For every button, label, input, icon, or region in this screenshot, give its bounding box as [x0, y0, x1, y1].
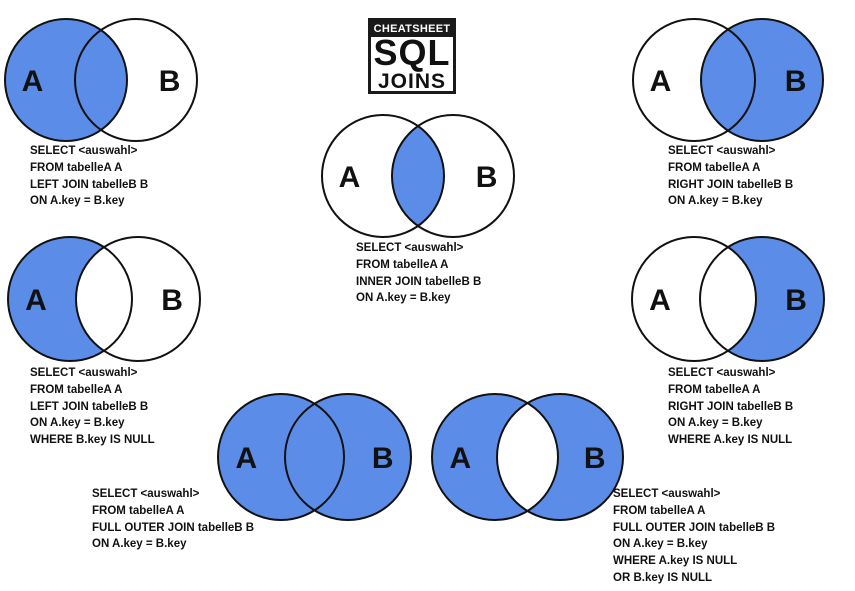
- venn-filled-region: [285, 394, 411, 520]
- venn-circle-b: [700, 18, 824, 142]
- venn-circle-a: [4, 18, 128, 142]
- sql-line: WHERE A.key IS NULL: [613, 555, 738, 568]
- sql-line: LEFT JOIN tabelleB B: [30, 178, 149, 191]
- sql-line: SELECT <auswahl>: [92, 488, 200, 500]
- venn-circle-b: [699, 236, 825, 362]
- sql-line: LEFT JOIN tabelleB B: [30, 400, 149, 413]
- inner-join-sql: SELECT <auswahl> FROM tabelleA A INNER JOI…: [356, 240, 481, 307]
- sql-line: ON A.key = B.key: [92, 538, 187, 551]
- venn-circle-a: [632, 18, 756, 142]
- venn-circle-b: [284, 393, 412, 521]
- sql-line: WHERE B.key IS NULL: [30, 434, 155, 447]
- venn-label-a: A: [25, 284, 47, 317]
- sql-line: FROM tabelleA A: [92, 504, 185, 517]
- sql-line: ON A.key = B.key: [613, 538, 708, 551]
- venn-label-a: A: [339, 161, 361, 194]
- sql-line: ON A.key = B.key: [30, 417, 125, 430]
- venn-filled-region: [701, 19, 823, 141]
- venn-circle-a: [431, 393, 559, 521]
- sql-line: SELECT <auswahl>: [30, 145, 138, 157]
- venn-circle-b: [74, 18, 198, 142]
- sql-line: SELECT <auswahl>: [668, 367, 776, 379]
- venn-filled-region: [8, 237, 132, 361]
- sql-line: ON A.key = B.key: [668, 417, 763, 430]
- venn-filled-region: [497, 394, 623, 520]
- sql-line: FULL OUTER JOIN tabelleB B: [613, 521, 776, 534]
- venn-filled-region: [392, 115, 444, 237]
- sql-line: SELECT <auswahl>: [613, 488, 721, 500]
- right-join-excl-sql: SELECT <auswahl> FROM tabelleA A RIGHT JOI…: [668, 365, 793, 449]
- sql-line: FROM tabelleA A: [668, 161, 761, 174]
- venn-circle-a: [217, 393, 345, 521]
- venn-label-a: A: [650, 65, 672, 98]
- left-join-sql: SELECT <auswahl> FROM tabelleA A LEFT JOIN…: [30, 143, 148, 210]
- full-outer-join-excl-sql: SELECT <auswahl> FROM tabelleA A FULL OUTE…: [613, 486, 775, 587]
- venn-label-a: A: [649, 284, 671, 317]
- venn-label-b: B: [476, 161, 498, 194]
- sql-joins-logo: CHEATSHEET SQL JOINS: [368, 18, 456, 94]
- sql-line: INNER JOIN tabelleB B: [356, 275, 482, 288]
- sql-line: OR B.key IS NULL: [613, 571, 713, 584]
- sql-line: SELECT <auswahl>: [30, 367, 138, 379]
- venn-circle-a: [321, 114, 445, 238]
- venn-label-b: B: [161, 284, 183, 317]
- venn-filled-region: [5, 19, 127, 141]
- venn-label-b: B: [372, 442, 394, 475]
- venn-circle-b: [496, 393, 624, 521]
- sql-line: FROM tabelleA A: [30, 383, 123, 396]
- venn-label-b: B: [785, 65, 807, 98]
- venn-filled-region: [700, 237, 824, 361]
- sql-line: FROM tabelleA A: [668, 383, 761, 396]
- sql-line: RIGHT JOIN tabelleB B: [668, 400, 794, 413]
- logo-joins-text: JOINS: [377, 70, 447, 93]
- right-join-sql: SELECT <auswahl> FROM tabelleA A RIGHT JOI…: [668, 143, 793, 210]
- sql-line: RIGHT JOIN tabelleB B: [668, 178, 794, 191]
- venn-label-a: A: [450, 442, 472, 475]
- venn-label-b: B: [159, 65, 181, 98]
- logo-cheatsheet-text: CHEATSHEET: [371, 21, 453, 37]
- sql-line: FROM tabelleA A: [30, 161, 123, 174]
- venn-label-b: B: [584, 442, 606, 475]
- sql-line: WHERE A.key IS NULL: [668, 434, 793, 447]
- venn-circle-b: [391, 114, 515, 238]
- venn-label-a: A: [22, 65, 44, 98]
- sql-line: SELECT <auswahl>: [668, 145, 776, 157]
- sql-line: ON A.key = B.key: [668, 195, 763, 208]
- sql-line: ON A.key = B.key: [356, 292, 451, 305]
- logo-sql-text: SQL: [373, 32, 451, 73]
- sql-line: FROM tabelleA A: [613, 504, 706, 517]
- sql-line: FROM tabelleA A: [356, 258, 449, 271]
- full-outer-join-sql: SELECT <auswahl> FROM tabelleA A FULL OUTE…: [92, 486, 254, 553]
- sql-line: FULL OUTER JOIN tabelleB B: [92, 521, 255, 534]
- venn-circle-b: [75, 236, 201, 362]
- venn-label-b: B: [785, 284, 807, 317]
- sql-line: ON A.key = B.key: [30, 195, 125, 208]
- left-join-excl-sql: SELECT <auswahl> FROM tabelleA A LEFT JOIN…: [30, 365, 155, 449]
- sql-line: SELECT <auswahl>: [356, 242, 464, 254]
- venn-label-a: A: [236, 442, 258, 475]
- venn-circle-a: [631, 236, 757, 362]
- venn-circle-a: [7, 236, 133, 362]
